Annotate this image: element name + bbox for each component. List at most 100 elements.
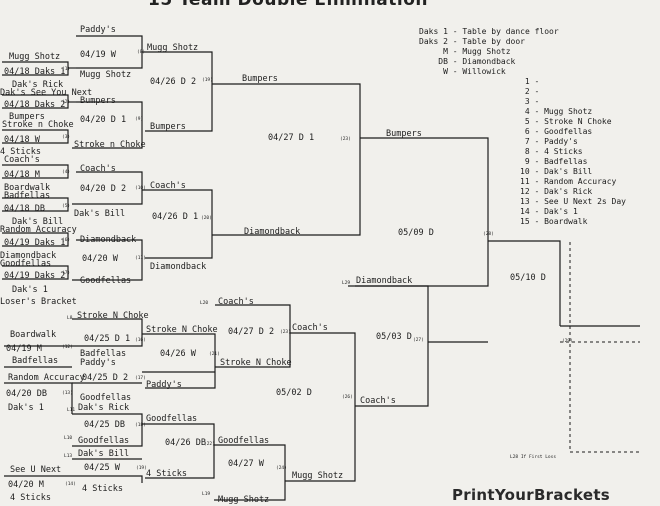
legend-line-2: M - Mugg Shotz <box>419 47 511 56</box>
l-game29-date: 04/20 M <box>8 480 44 490</box>
w-game14-date: 04/19 Daks 2 <box>4 271 66 281</box>
l-mugg-shotz-2: Mugg Shotz <box>218 495 270 505</box>
w-daks-bill-1: Dak's Bill <box>74 209 126 219</box>
l-game26-date: 04/26 DB <box>165 438 206 448</box>
seed-line-14: 15 - Boardwalk <box>520 217 588 226</box>
w-game6-date: 04/18 W <box>4 135 40 145</box>
w-game12-num: (6) <box>62 238 71 243</box>
w-game8-num: (4) <box>62 170 71 175</box>
l-random-acc-1: Random Accuracy <box>8 373 85 383</box>
l-goodfellas-4: Goodfellas <box>218 436 270 446</box>
w-game5-num: (9) <box>135 117 144 122</box>
l-game19-num: (27) <box>413 338 424 343</box>
l-boardwalk-1: Boardwalk <box>10 330 57 340</box>
w-game8-date: 04/18 M <box>4 170 40 180</box>
bracket-title: 15 Team Double Elimination <box>148 0 429 10</box>
w-stroke-choke-2: Stroke n Choke <box>74 140 146 150</box>
l-game25-date: 04/25 DB <box>84 420 125 430</box>
w-game7-num: (23) <box>340 137 351 142</box>
l-game19-date: 05/03 D <box>376 332 412 342</box>
l-game29-num: (14) <box>65 482 76 487</box>
l-badfellas-2: Badfellas <box>12 356 59 366</box>
l-game28-date: 04/25 W <box>84 463 120 473</box>
l-l20: L20 <box>200 301 209 306</box>
l-game22-date: 04/25 D 2 <box>82 373 129 383</box>
l-4-sticks-2: 4 Sticks <box>82 484 123 494</box>
legend-line-1: Daks 2 - Table by door <box>419 37 525 46</box>
w-diamondback-2: Diamondback <box>80 235 137 245</box>
l-game30-num: (29) <box>562 339 573 344</box>
l-game17-num: (23) <box>280 330 291 335</box>
legend-line-3: DB - Diamondback <box>419 57 516 66</box>
w-game11-num: (20) <box>201 216 212 221</box>
seed-line-5: 6 - Goodfellas <box>520 127 593 136</box>
l-l29: L29 <box>342 281 351 286</box>
w-game10-date: 04/18 DB <box>4 204 45 214</box>
w-game6-num: (3) <box>62 135 71 140</box>
l-l10: L10 <box>64 436 73 441</box>
l-coachs-3: Coach's <box>360 396 396 406</box>
w-game7-date: 04/27 D 1 <box>268 133 315 143</box>
l-l11: L11 <box>67 408 76 413</box>
seed-line-9: 10 - Dak's Bill <box>520 167 593 176</box>
l-losers-bracket: Loser's Bracket <box>0 297 77 307</box>
l-see-u-next: See U Next <box>10 465 62 475</box>
w-game13-num: (11) <box>135 256 146 261</box>
seed-line-12: 13 - See U Next 2s Day <box>520 197 626 206</box>
l-coachs-1: Coach's <box>218 297 254 307</box>
w-game13-date: 04/20 W <box>82 254 118 264</box>
w-daks-rick: Dak's Rick <box>12 80 64 90</box>
l-game23-num: (26) <box>342 395 353 400</box>
l-paddys-1: Paddy's <box>80 358 116 368</box>
l-daks-bill: Dak's Bill <box>78 449 130 459</box>
l-mugg-shotz-1: Mugg Shotz <box>292 471 344 481</box>
w-goodfellas-2: Goodfellas <box>80 276 132 286</box>
w-boardwalk-1: Boardwalk <box>4 183 51 193</box>
seed-line-2: 3 - <box>520 97 540 106</box>
w-diamondback-1: Diamondback <box>244 227 301 237</box>
w-stroke-choke-1: Stroke n Choke <box>2 120 74 130</box>
seed-line-11: 12 - Dak's Rick <box>520 187 593 196</box>
w-daks-1: Dak's 1 <box>12 285 48 295</box>
w-game5-date: 04/20 D 1 <box>80 115 127 125</box>
l-badfellas-1: Badfellas <box>80 349 127 359</box>
l-l19: L19 <box>202 492 211 497</box>
w-game15-date: 05/09 D <box>398 228 434 238</box>
l-game27-num: (24) <box>276 466 287 471</box>
w-paddys: Paddy's <box>80 25 116 35</box>
seed-line-7: 8 - 4 Sticks <box>520 147 583 156</box>
l-daks-rick: Dak's Rick <box>78 403 130 413</box>
l-game24-num: (13) <box>62 391 73 396</box>
l-game20-num: (12) <box>62 345 73 350</box>
l-game27-date: 04/27 W <box>228 459 264 469</box>
w-diamondback-4: Diamondback <box>150 262 207 272</box>
seed-line-6: 7 - Paddy's <box>520 137 578 146</box>
seed-line-0: 1 - <box>520 77 540 86</box>
w-game10-num: (5) <box>62 204 71 209</box>
l-goodfellas-2: Goodfellas <box>146 414 198 424</box>
l-game22-num: (17) <box>135 376 146 381</box>
l-coachs-2: Coach's <box>292 323 328 333</box>
seed-list: 1 - 2 - 3 - 4 - Mugg Shotz 5 - Stroke N … <box>520 77 626 227</box>
w-coachs-2: Coach's <box>80 164 116 174</box>
footer-logo: PrintYourBrackets <box>452 486 611 504</box>
seed-line-3: 4 - Mugg Shotz <box>520 107 593 116</box>
l-goodfellas-1: Goodfellas <box>80 393 132 403</box>
l-game20-date: 04/19 M <box>6 344 42 354</box>
w-game9-num: (10) <box>135 186 146 191</box>
w-bumpers-4: Bumpers <box>150 122 186 132</box>
w-game16-date: 05/10 D <box>510 273 546 283</box>
w-coachs-3: Coach's <box>150 181 186 191</box>
w-bumpers-3: Bumpers <box>9 112 45 122</box>
l-stroke-choke-3: Stroke N Choke <box>220 358 292 368</box>
w-game11-date: 04/26 D 1 <box>152 212 199 222</box>
legend-line-4: W - Willowick <box>419 67 506 76</box>
w-game2-date: 04/18 Daks 1 <box>4 67 66 77</box>
w-random-acc-1: Random Accuracy <box>0 225 77 235</box>
l-stroke-choke-1: Stroke N Choke <box>77 311 149 321</box>
w-game15-num: (28) <box>483 232 494 237</box>
w-badfellas-1: Badfellas <box>4 191 51 201</box>
w-game12-date: 04/19 Daks 1 <box>4 238 66 248</box>
w-game3-date: 04/26 D 2 <box>150 77 197 87</box>
